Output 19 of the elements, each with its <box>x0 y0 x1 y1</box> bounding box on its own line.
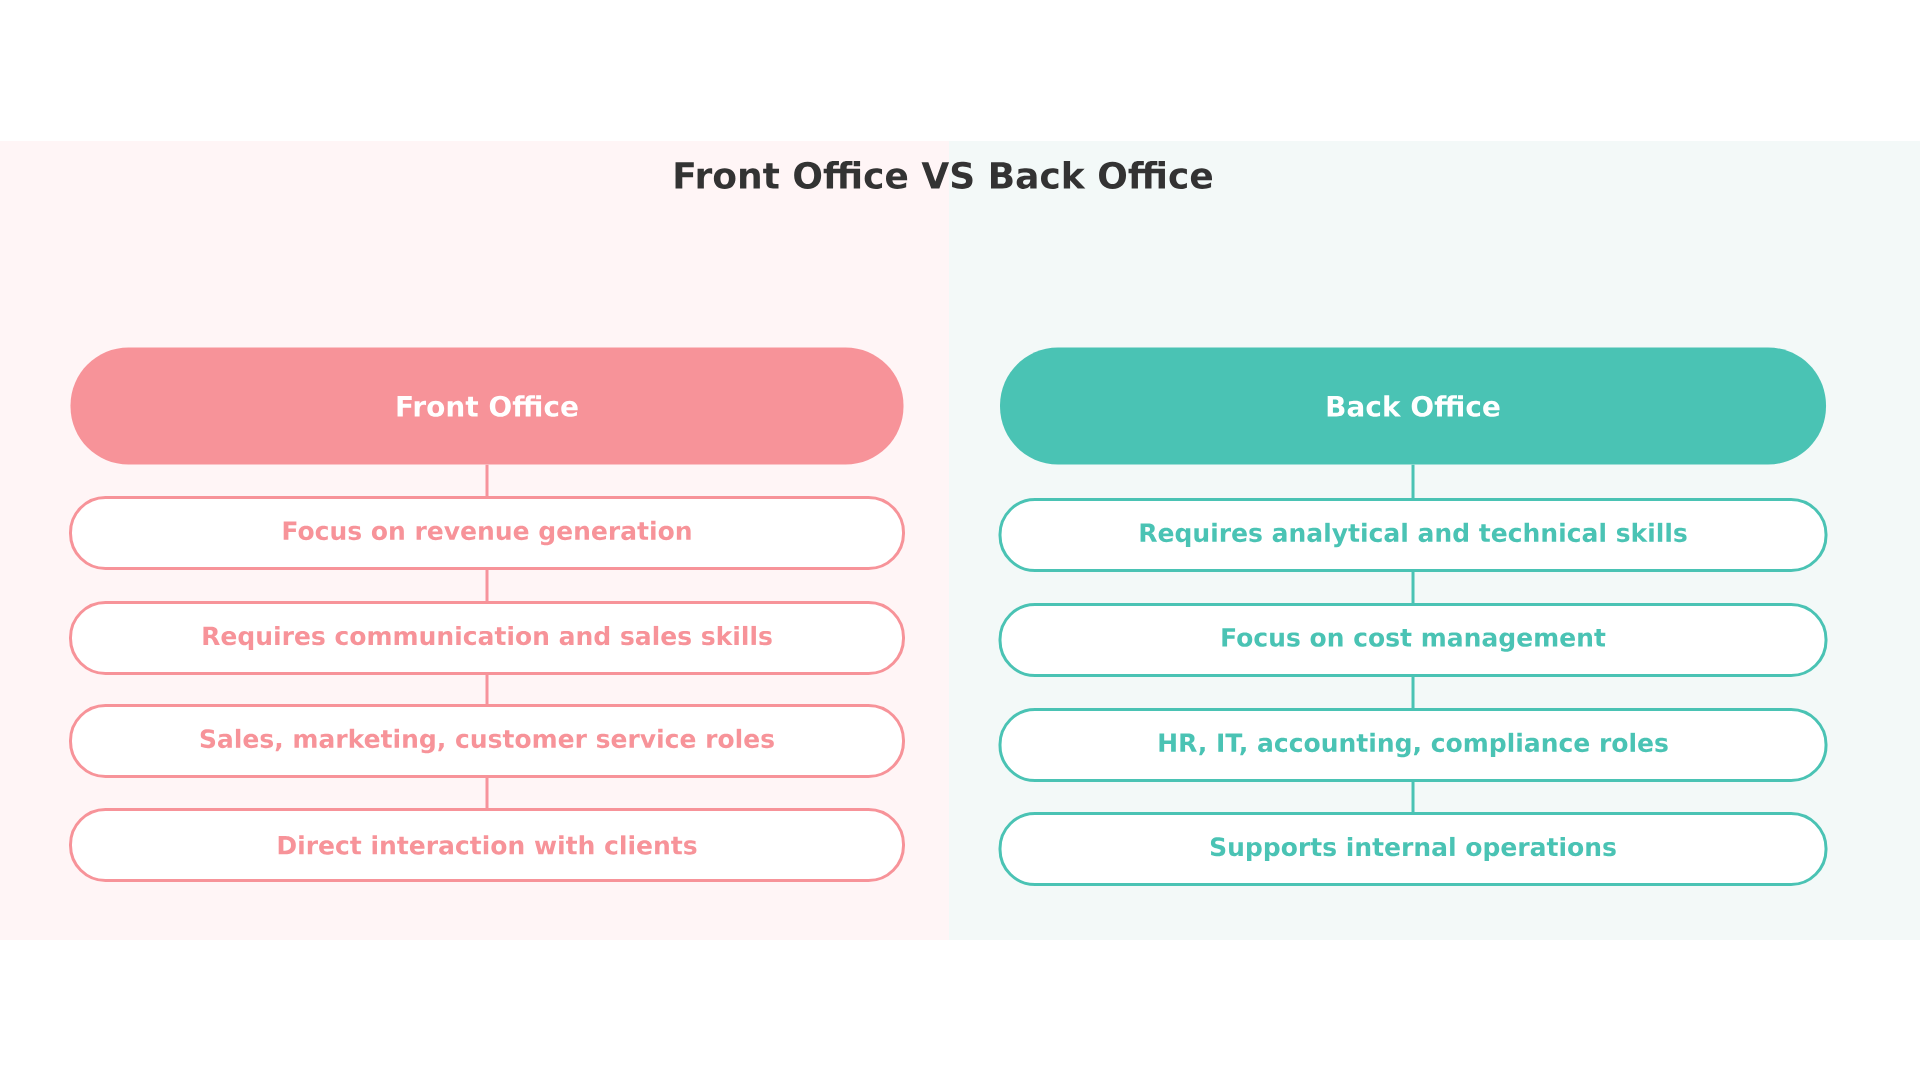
item-pill: Sales, marketing, customer service roles <box>69 704 905 778</box>
connector-line <box>1411 677 1415 708</box>
header-pill: Front Office <box>70 347 904 465</box>
connector-line <box>1411 464 1415 498</box>
item-pill: HR, IT, accounting, compliance roles <box>998 708 1828 782</box>
item-pill: Supports internal operations <box>998 812 1828 886</box>
item-pill: Focus on cost management <box>998 603 1828 677</box>
connector-line <box>485 675 489 704</box>
connector-line <box>485 464 489 496</box>
title: Front Office VS Back Office <box>675 161 1212 189</box>
item-pill: Direct interaction with clients <box>69 808 905 882</box>
connector-line <box>485 778 489 808</box>
connector-line <box>1411 572 1415 603</box>
connector-line <box>1411 782 1415 812</box>
item-pill: Requires analytical and technical skills <box>998 498 1828 572</box>
item-pill: Focus on revenue generation <box>69 496 905 570</box>
connector-line <box>485 570 489 601</box>
item-pill: Requires communication and sales skills <box>69 601 905 675</box>
header-pill: Back Office <box>1000 347 1826 465</box>
